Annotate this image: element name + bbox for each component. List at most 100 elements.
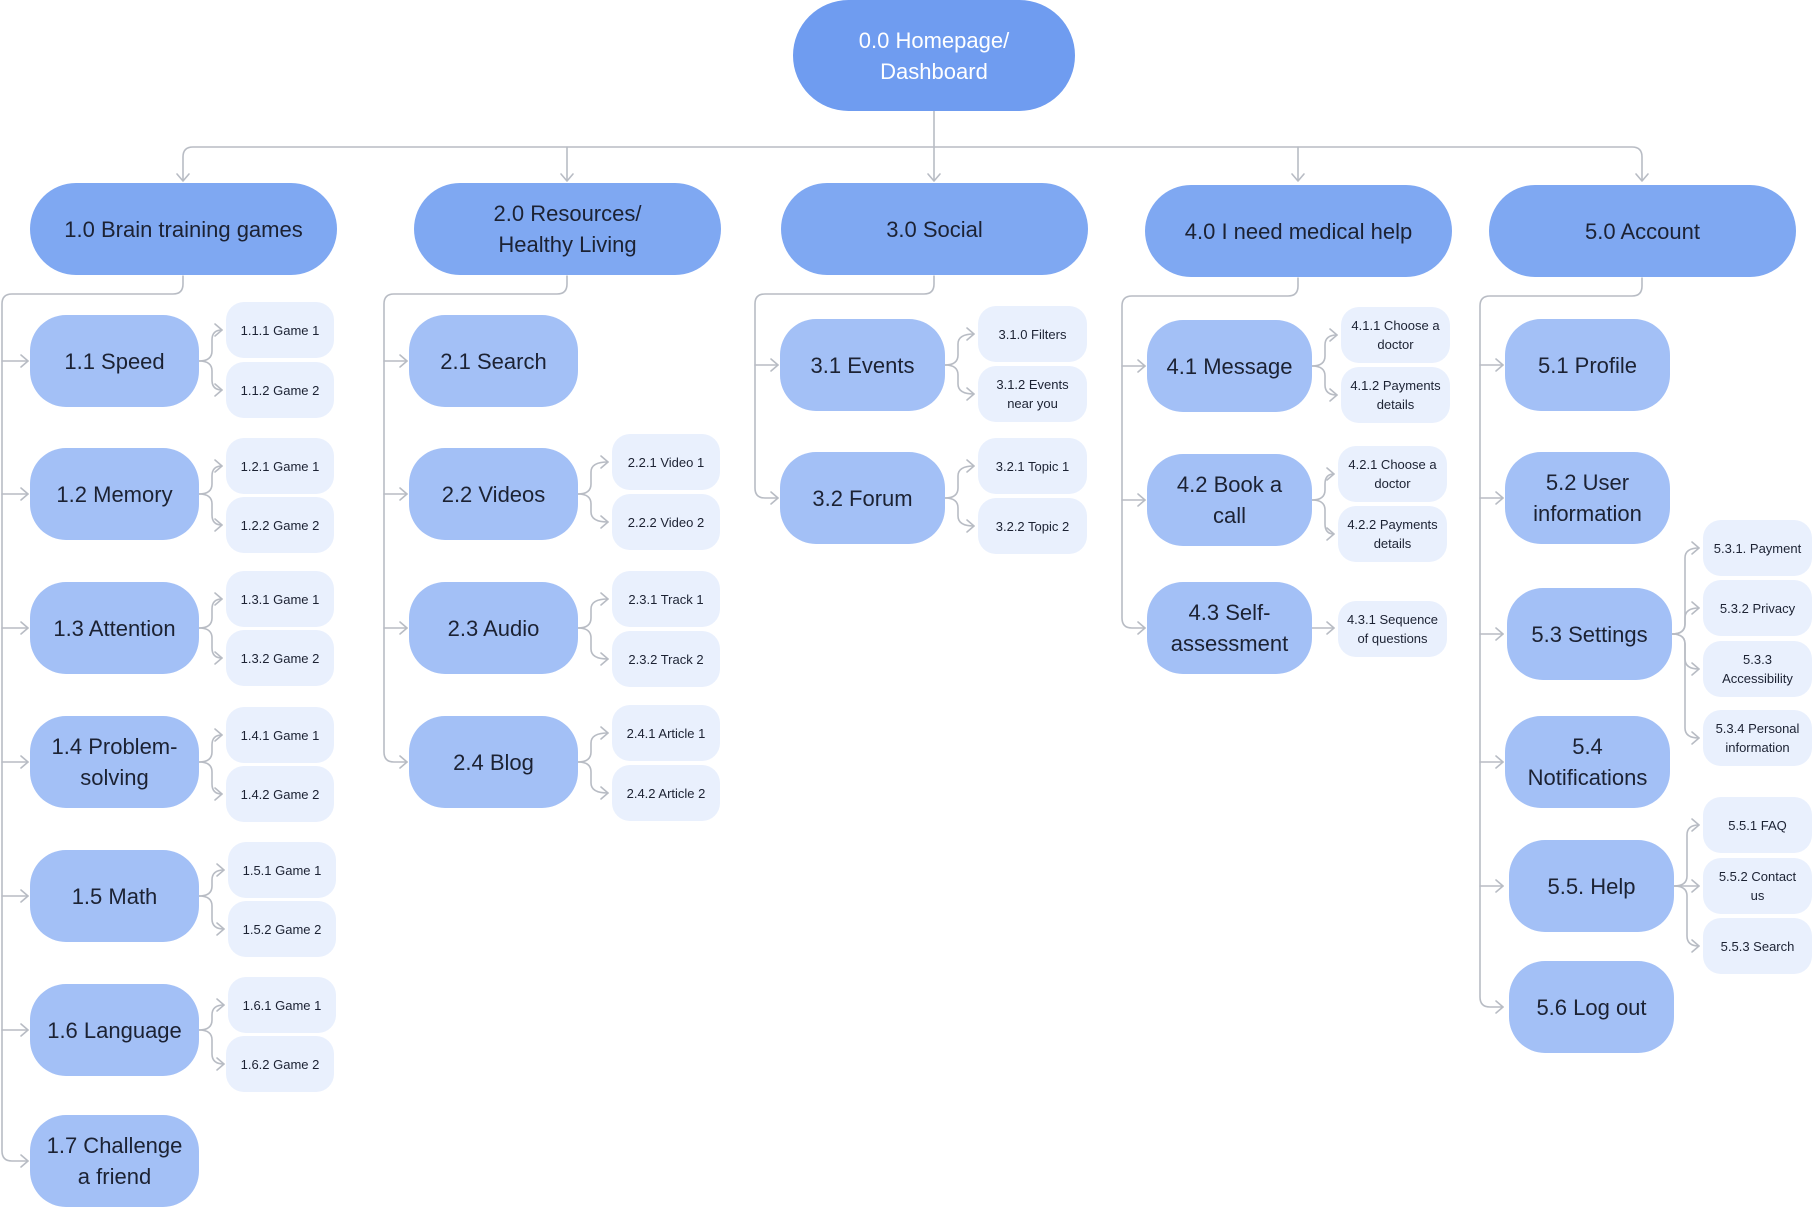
connector-line	[1326, 467, 1335, 481]
subcategory-node: 2.3 Audio	[409, 582, 578, 674]
connector-line	[966, 387, 975, 401]
connector-line	[1311, 365, 1338, 396]
leaf-node: 1.5.1 Game 1	[228, 842, 336, 898]
connector-line	[198, 869, 225, 897]
subcategory-node: 2.1 Search	[409, 315, 578, 407]
subcategory-node: 1.3 Attention	[30, 582, 199, 674]
connector-line	[198, 761, 223, 795]
subcategory-node: 5.3 Settings	[1507, 588, 1672, 680]
subcategory-node: 5.1 Profile	[1505, 319, 1670, 411]
connector-line	[20, 889, 29, 903]
connector-line	[770, 491, 779, 505]
leaf-node: 2.2.1 Video 1	[612, 434, 720, 490]
connector-line	[600, 726, 609, 740]
connector-line	[1326, 527, 1335, 541]
connector-line	[1495, 1000, 1504, 1014]
subcategory-node: 1.7 Challenge a friend	[30, 1115, 199, 1207]
connector-line	[1495, 879, 1504, 893]
connector-line	[1137, 359, 1146, 373]
connector-line	[20, 755, 29, 769]
connector-line	[214, 728, 223, 742]
connector-line	[20, 487, 29, 501]
connector-line	[1691, 818, 1700, 832]
category-node: 1.0 Brain training games	[30, 183, 337, 275]
subcategory-node: 5.4 Notifications	[1505, 716, 1670, 808]
connector-line	[1479, 277, 1643, 1008]
connector-line	[600, 652, 609, 666]
leaf-node: 5.5.2 Contact us	[1703, 858, 1812, 914]
connector-line	[944, 333, 975, 366]
leaf-node: 2.4.1 Article 1	[612, 705, 720, 761]
connector-line	[966, 327, 975, 341]
connector-line	[600, 592, 609, 606]
connector-line	[1329, 328, 1338, 342]
connector-line	[577, 461, 609, 495]
leaf-node: 4.1.1 Choose a doctor	[1341, 307, 1450, 363]
connector-line	[214, 383, 223, 397]
subcategory-node: 4.2 Book a call	[1147, 454, 1312, 546]
subcategory-node: 1.1 Speed	[30, 315, 199, 407]
leaf-node: 3.2.2 Topic 2	[978, 498, 1087, 554]
subcategory-node: 1.4 Problem- solving	[30, 716, 199, 808]
subcategory-node: 3.2 Forum	[780, 452, 945, 544]
connector-line	[1673, 885, 1700, 947]
connector-line	[198, 627, 223, 659]
connector-line	[399, 487, 408, 501]
connector-line	[383, 275, 568, 763]
leaf-node: 5.3.1. Payment	[1703, 520, 1812, 576]
leaf-node: 1.1.1 Game 1	[226, 302, 334, 358]
subcategory-node: 2.4 Blog	[409, 716, 578, 808]
leaf-node: 1.4.2 Game 2	[226, 766, 334, 822]
connector-line	[214, 323, 223, 337]
leaf-node: 1.2.1 Game 1	[226, 438, 334, 494]
category-node: 4.0 I need medical help	[1145, 185, 1452, 277]
subcategory-node: 1.2 Memory	[30, 448, 199, 540]
connector-line	[1329, 388, 1338, 402]
subcategory-node: 4.3 Self- assessment	[1147, 582, 1312, 674]
connector-line	[1291, 173, 1305, 182]
leaf-node: 4.2.1 Choose a doctor	[1338, 446, 1447, 502]
connector-line	[1311, 473, 1335, 501]
connector-line	[600, 786, 609, 800]
connector-line	[1691, 601, 1700, 615]
category-node: 2.0 Resources/ Healthy Living	[414, 183, 721, 275]
connector-line	[399, 354, 408, 368]
category-node: 3.0 Social	[781, 183, 1088, 275]
connector-line	[944, 364, 975, 395]
connector-line	[600, 455, 609, 469]
connector-line	[1495, 358, 1504, 372]
connector-line	[560, 173, 574, 182]
connector-line	[1311, 334, 1338, 367]
connector-line	[216, 863, 225, 877]
connector-line	[198, 1029, 225, 1065]
subcategory-node: 1.5 Math	[30, 850, 199, 942]
connector-line	[214, 518, 223, 532]
leaf-node: 1.6.1 Game 1	[228, 977, 336, 1033]
connector-line	[966, 459, 975, 473]
leaf-node: 4.2.2 Payments details	[1338, 506, 1447, 562]
connector-line	[198, 329, 223, 362]
subcategory-node: 1.6 Language	[30, 984, 199, 1076]
leaf-node: 1.5.2 Game 2	[228, 901, 336, 957]
subcategory-node: 5.5. Help	[1509, 840, 1674, 932]
connector-line	[577, 732, 609, 763]
connector-line	[214, 592, 223, 606]
subcategory-node: 4.1 Message	[1147, 320, 1312, 412]
connector-line	[198, 493, 223, 526]
connector-line	[1671, 607, 1700, 635]
leaf-node: 1.1.2 Game 2	[226, 362, 334, 418]
connector-line	[966, 519, 975, 533]
leaf-node: 5.3.2 Privacy	[1703, 580, 1812, 636]
connector-line	[20, 621, 29, 635]
leaf-node: 3.2.1 Topic 1	[978, 438, 1087, 494]
connector-line	[1635, 173, 1649, 182]
connector-line	[214, 651, 223, 665]
connector-line	[198, 465, 223, 495]
root-node: 0.0 Homepage/ Dashboard	[793, 0, 1075, 111]
leaf-node: 2.4.2 Article 2	[612, 765, 720, 821]
connector-line	[1691, 939, 1700, 953]
connector-line	[216, 922, 225, 936]
connector-line	[1671, 633, 1700, 739]
connector-line	[216, 1057, 225, 1071]
